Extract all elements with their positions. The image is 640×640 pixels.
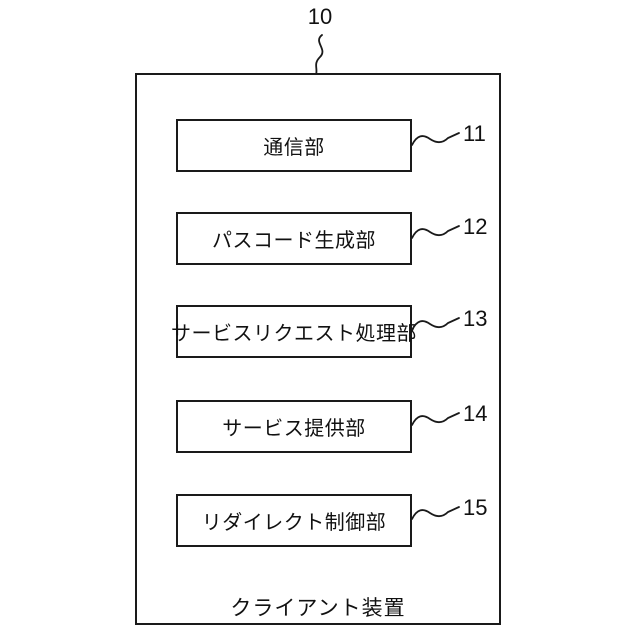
block-passcode-generation-unit: パスコード生成部 [176,212,412,265]
ref-label-11: 11 [463,121,486,146]
ref-label-14: 14 [463,401,488,426]
block-communication-unit: 通信部 [176,119,412,172]
tilde-connector-icon [411,132,460,146]
block-service-provision-unit: サービス提供部 [176,400,412,453]
ref-label-12: 12 [463,214,488,239]
device-name-label: クライアント装置 [230,597,406,620]
block-service-request-processing-unit: サービスリクエスト処理部 [171,305,417,358]
tilde-connector-icon [411,506,460,520]
tilde-connector-icon [411,317,460,331]
squiggle-leader-icon [315,34,324,76]
ref-label-15: 15 [463,495,488,520]
tilde-connector-icon [411,225,460,239]
device-ref-number: 10 [307,4,333,29]
block-redirect-control-unit: リダイレクト制御部 [176,494,412,547]
tilde-connector-icon [411,412,460,426]
ref-label-13: 13 [463,306,488,331]
